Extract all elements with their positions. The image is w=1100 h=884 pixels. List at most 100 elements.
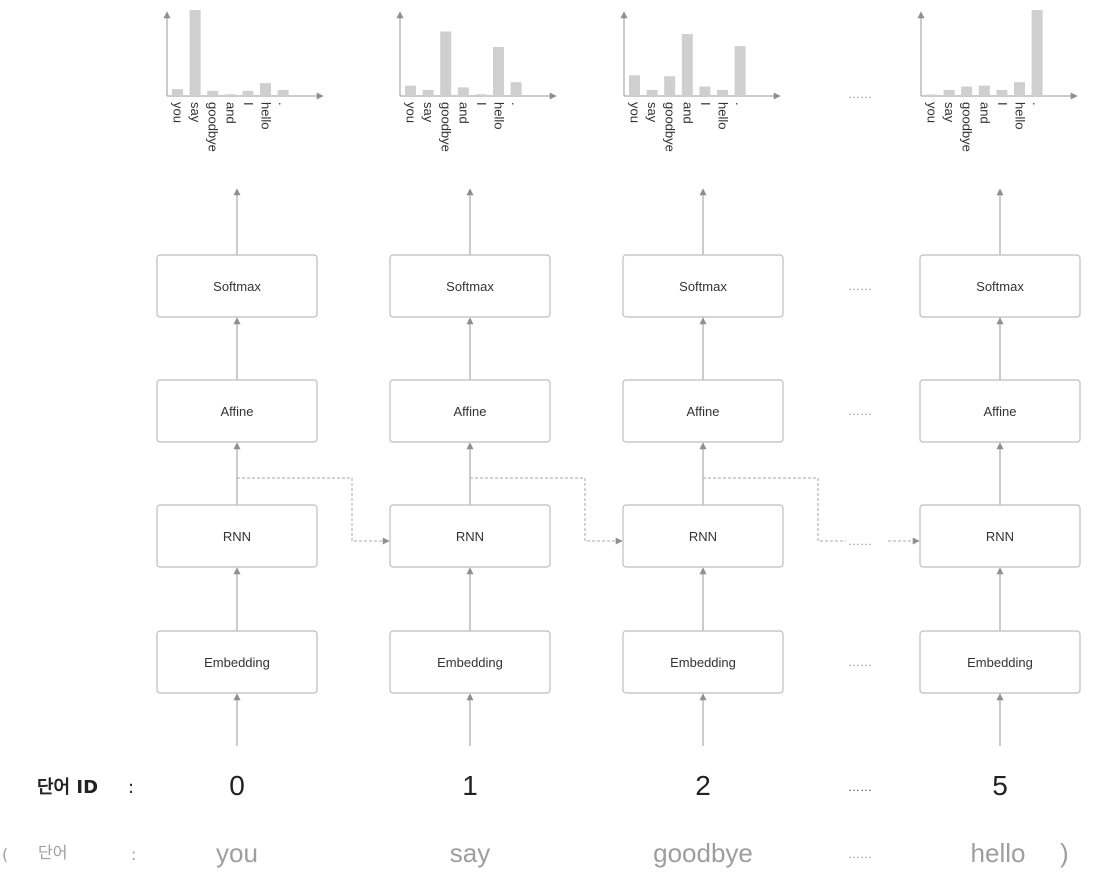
word-id-value: 2 bbox=[695, 770, 711, 801]
vocab-tick-label: say bbox=[188, 102, 203, 123]
vocab-tick-label: . bbox=[276, 102, 291, 106]
softmax-layer-label: Softmax bbox=[976, 279, 1024, 294]
ellipsis: …… bbox=[848, 87, 872, 101]
embedding-layer-label: Embedding bbox=[967, 655, 1033, 670]
rnn-layer-label: RNN bbox=[456, 529, 484, 544]
softmax-layer-box bbox=[919, 254, 1081, 318]
vocab-tick-label: hello bbox=[716, 102, 731, 129]
affine-layer-box bbox=[156, 379, 318, 443]
vocab-tick-label: goodbye bbox=[960, 102, 975, 152]
rnn-layer-box bbox=[156, 504, 318, 568]
probability-bar bbox=[629, 75, 640, 96]
probability-bar bbox=[978, 85, 990, 96]
probability-bar bbox=[224, 94, 236, 96]
probability-bar bbox=[961, 86, 973, 96]
word-id-value: 0 bbox=[229, 770, 245, 801]
probability-bar bbox=[926, 94, 937, 96]
recurrent-connection bbox=[237, 477, 390, 545]
softmax-layer-box bbox=[156, 254, 318, 318]
affine-layer-label: Affine bbox=[983, 404, 1016, 419]
rnn-layer-box bbox=[622, 504, 784, 568]
vocab-tick-label: I bbox=[241, 102, 256, 106]
probability-bar bbox=[475, 94, 487, 96]
embedding-layer-label: Embedding bbox=[670, 655, 736, 670]
vocab-tick-label: say bbox=[645, 102, 660, 123]
embedding-layer-label: Embedding bbox=[204, 655, 270, 670]
probability-bar bbox=[717, 89, 728, 96]
word-row-close-paren: ) bbox=[1060, 838, 1069, 868]
vocab-tick-label: goodbye bbox=[439, 102, 454, 152]
rnn-layer-label: RNN bbox=[223, 529, 251, 544]
probability-bar bbox=[510, 82, 522, 96]
word-row-label: 단어 bbox=[38, 843, 67, 862]
probability-bar bbox=[207, 90, 219, 96]
affine-layer-label: Affine bbox=[453, 404, 486, 419]
probability-bar bbox=[440, 31, 452, 96]
softmax-layer-box bbox=[389, 254, 551, 318]
recurrent-connection bbox=[703, 477, 846, 542]
probability-bar bbox=[646, 89, 658, 96]
embedding-layer-box bbox=[389, 630, 551, 694]
probability-bar bbox=[996, 89, 1008, 96]
vocab-tick-label: and bbox=[456, 102, 471, 124]
vocab-tick-label: say bbox=[421, 102, 436, 123]
vocab-tick-label: you bbox=[925, 102, 940, 123]
vocab-tick-label: say bbox=[942, 102, 957, 123]
ellipsis: …… bbox=[848, 404, 872, 418]
affine-layer-box bbox=[389, 379, 551, 443]
input-word: hello bbox=[971, 838, 1026, 868]
vocab-tick-label: you bbox=[171, 102, 186, 123]
probability-bar bbox=[1014, 82, 1025, 96]
input-word: goodbye bbox=[653, 838, 753, 868]
affine-layer-box bbox=[622, 379, 784, 443]
ellipsis: …… bbox=[848, 780, 872, 794]
input-word: you bbox=[216, 838, 258, 868]
vocab-tick-label: hello bbox=[492, 102, 507, 129]
affine-layer-label: Affine bbox=[220, 404, 253, 419]
vocab-tick-label: you bbox=[404, 102, 419, 123]
word-id-row-label: 단어 ID bbox=[37, 777, 98, 798]
embedding-layer-box bbox=[156, 630, 318, 694]
probability-bar bbox=[734, 46, 746, 96]
probability-bar bbox=[943, 89, 955, 96]
softmax-layer-label: Softmax bbox=[446, 279, 494, 294]
probability-bar bbox=[493, 46, 504, 96]
vocab-tick-label: goodbye bbox=[206, 102, 221, 152]
vocab-tick-label: you bbox=[628, 102, 643, 123]
probability-bar bbox=[699, 86, 711, 96]
word-id-value: 1 bbox=[462, 770, 478, 801]
probability-bar bbox=[457, 87, 469, 96]
softmax-layer-label: Softmax bbox=[679, 279, 727, 294]
embedding-layer-box bbox=[919, 630, 1081, 694]
word-row-open-paren: ( bbox=[2, 845, 8, 864]
vocab-tick-label: hello bbox=[259, 102, 274, 129]
input-word: say bbox=[450, 838, 490, 868]
word-id-row-colon: : bbox=[128, 777, 134, 798]
probability-bar bbox=[1031, 10, 1043, 96]
time-step-columns: SoftmaxAffineRNNEmbedding0youSoftmaxAffi… bbox=[156, 254, 1081, 868]
vocab-tick-label: hello bbox=[1013, 102, 1028, 129]
vocab-tick-label: I bbox=[474, 102, 489, 106]
probability-bar bbox=[422, 89, 434, 96]
softmax-layer-label: Softmax bbox=[213, 279, 261, 294]
embedding-layer-label: Embedding bbox=[437, 655, 503, 670]
embedding-layer-box bbox=[622, 630, 784, 694]
word-row-colon: : bbox=[131, 845, 136, 864]
rnn-layer-box bbox=[919, 504, 1081, 568]
connector-layer bbox=[233, 188, 1004, 746]
probability-bar bbox=[172, 89, 183, 96]
probability-bar bbox=[664, 76, 676, 96]
ellipsis-marks: …………………………………… bbox=[848, 87, 872, 861]
word-id-value: 5 bbox=[992, 770, 1008, 801]
vocab-tick-label: I bbox=[995, 102, 1010, 106]
affine-layer-box bbox=[919, 379, 1081, 443]
probability-bar bbox=[277, 89, 289, 96]
